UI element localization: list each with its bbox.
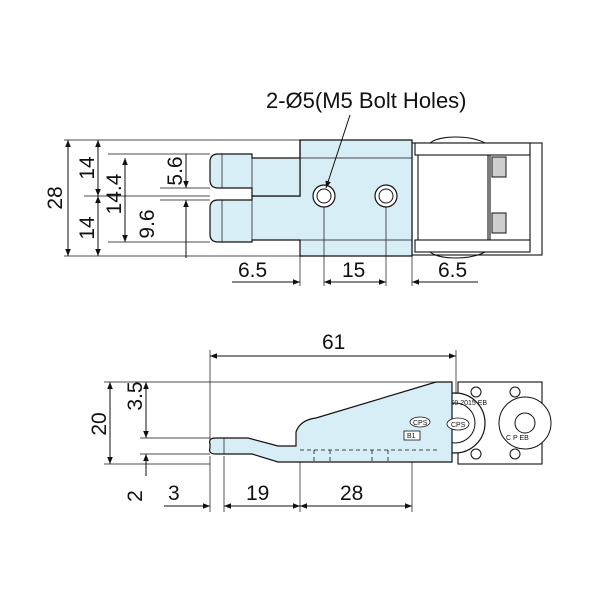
brand-logo-small: CPS [413,420,428,427]
dim-neck: 19 [246,482,269,505]
dim-top-step: 3.5 [124,381,147,410]
part-code-box: B1 [403,430,421,441]
bolt-hole-left [312,184,336,208]
dial-text-left: CPS0 2015 EB [440,400,487,407]
dim-overall-length: 61 [322,331,345,354]
dim-left-offset: 6.5 [238,259,267,282]
bolt-hole-callout: 2-Ø5(M5 Bolt Holes) [266,88,467,189]
callout-text: 2-Ø5(M5 Bolt Holes) [266,88,467,113]
dim-height: 20 [88,412,111,435]
part-code: B1 [407,433,416,440]
dim-hole-pitch: 15 [342,259,365,282]
side-view: CPS0 2015 EB C P EB CPS B1 CPS [88,331,552,512]
side-left-dimensions: 20 3.5 2 [88,381,436,502]
top-view: 2-Ø5(M5 Bolt Holes) 28 14 14 14.4 5.6 9.… [44,88,543,286]
dim-bottom-step: 2 [124,490,147,502]
cps-logo-dial: CPS [446,417,470,431]
bracket-side-body: CPS B1 CPS [209,381,470,463]
bracket-top-body [209,139,413,257]
side-top-dimension: 61 [209,331,457,440]
top-left-dimensions: 28 14 14 14.4 5.6 9.6 [44,139,300,258]
chain-links-top [411,136,543,259]
dim-tip: 3 [168,482,180,505]
dim-slot-gap: 9.6 [136,209,159,238]
brand-logo-dial: CPS [451,422,466,429]
dial-text-right: C P EB [506,435,529,442]
cps-logo-small: CPS [409,416,431,428]
dim-body: 28 [340,482,363,505]
dim-right-offset: 6.5 [438,259,467,282]
bolt-hole-right [374,184,398,208]
dim-center-offset: 14.4 [103,173,126,214]
dim-slot-width: 5.6 [164,156,187,185]
top-bottom-dimensions: 6.5 15 6.5 [232,207,478,286]
dim-upper-half: 14 [76,156,99,180]
dim-overall-height: 28 [44,186,67,209]
dim-lower-half: 14 [76,216,99,240]
side-bottom-dimensions: 3 19 28 [164,456,413,512]
